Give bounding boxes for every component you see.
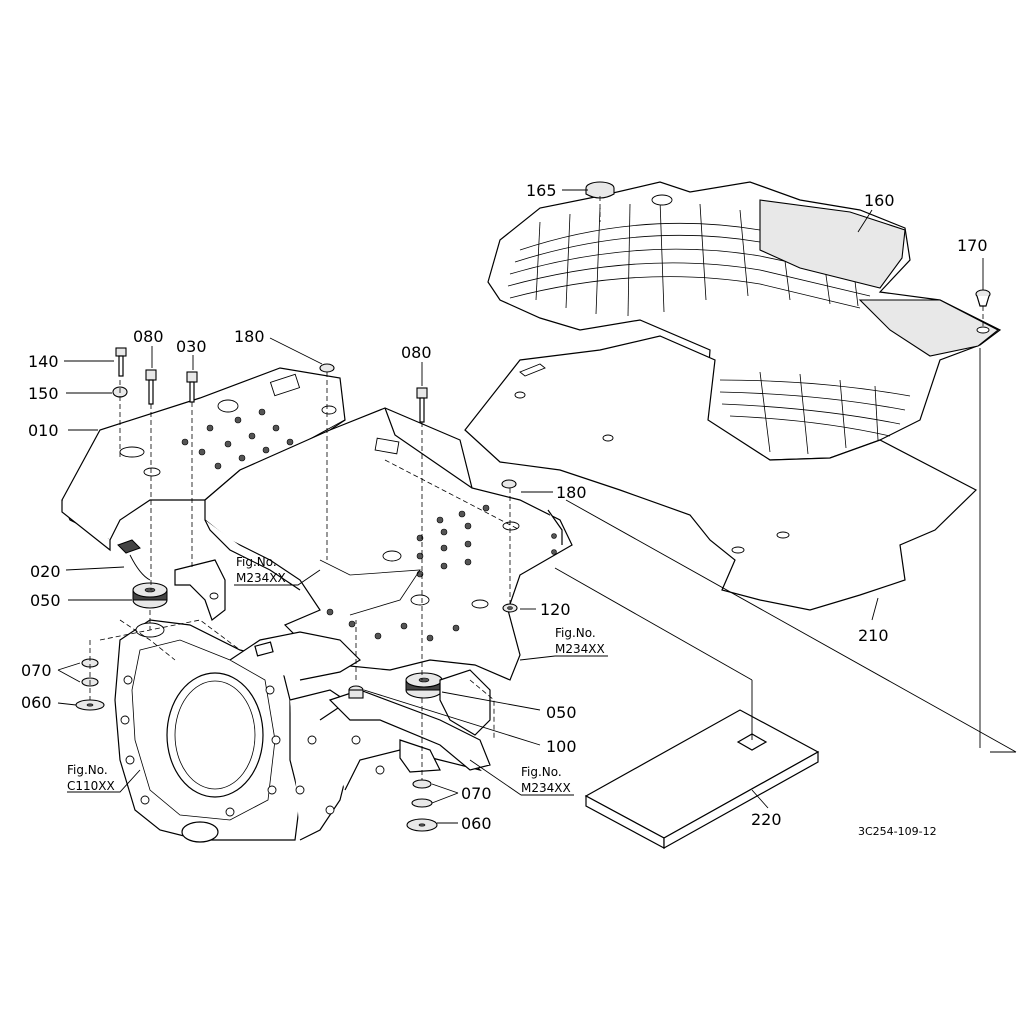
callout-160: 160	[864, 191, 895, 210]
callout-070-b: 070	[461, 784, 492, 803]
alignment-lines	[89, 196, 984, 780]
floor-mat-160	[487, 181, 1002, 461]
fig-ref-2-line1: Fig.No.	[555, 626, 596, 640]
bolt-080b	[416, 387, 428, 423]
callout-170: 170	[957, 236, 988, 255]
drawing-code: 3C254-109-12	[858, 825, 937, 838]
callout-070-a: 070	[21, 661, 52, 680]
fig-ref-4-line1: Fig.No.	[67, 763, 108, 777]
callout-030: 030	[176, 337, 207, 356]
fig-ref-1-line2: M234XX	[236, 571, 286, 585]
plug-165	[585, 181, 615, 199]
reference-lines	[554, 348, 1017, 753]
grommet-180a	[319, 363, 335, 373]
grommet-180b	[501, 479, 517, 489]
fig-ref-3-line1: Fig.No.	[521, 765, 562, 779]
callout-210: 210	[858, 626, 889, 645]
bolt-080a	[145, 369, 157, 405]
floor-sheet-210	[464, 335, 978, 611]
figure-references: Fig.No. M234XX Fig.No. M234XX Fig.No. M2…	[67, 555, 605, 795]
pad-220	[584, 709, 820, 850]
callout-100: 100	[546, 737, 577, 756]
callout-180-b: 180	[556, 483, 587, 502]
callout-150: 150	[28, 384, 59, 403]
washer-060b	[406, 818, 438, 832]
callout-140: 140	[28, 352, 59, 371]
callout-180-a: 180	[234, 327, 265, 346]
collar-100	[348, 685, 364, 699]
fig-ref-1-line1: Fig.No.	[236, 555, 277, 569]
fig-ref-4-line2: C110XX	[67, 779, 115, 793]
callout-220: 220	[751, 810, 782, 829]
clip-170	[975, 289, 991, 307]
bolt-030	[186, 371, 198, 403]
callout-060-a: 060	[21, 693, 52, 712]
callout-080-a: 080	[133, 327, 164, 346]
callout-165: 165	[526, 181, 557, 200]
callout-020: 020	[30, 562, 61, 581]
washers-070b	[411, 779, 433, 808]
washer-060a	[75, 699, 105, 711]
fig-ref-2-line2: M234XX	[555, 642, 605, 656]
mount-050a	[132, 582, 168, 609]
callout-080-b: 080	[401, 343, 432, 362]
callout-labels: 165 160 170 080 030 180 080 140 150 010 …	[21, 181, 988, 833]
callout-050-a: 050	[30, 591, 61, 610]
callout-120: 120	[540, 600, 571, 619]
mount-050b	[405, 672, 443, 699]
support-bracket-100	[328, 669, 495, 773]
bolt-140	[115, 347, 127, 377]
bracket-020	[117, 539, 226, 621]
floor-plate	[204, 407, 573, 681]
grommet-120	[502, 603, 518, 613]
fig-ref-3-line2: M234XX	[521, 781, 571, 795]
callout-050-b: 050	[546, 703, 577, 722]
callout-010: 010	[28, 421, 59, 440]
leader-lines	[57, 189, 984, 824]
callout-060-b: 060	[461, 814, 492, 833]
